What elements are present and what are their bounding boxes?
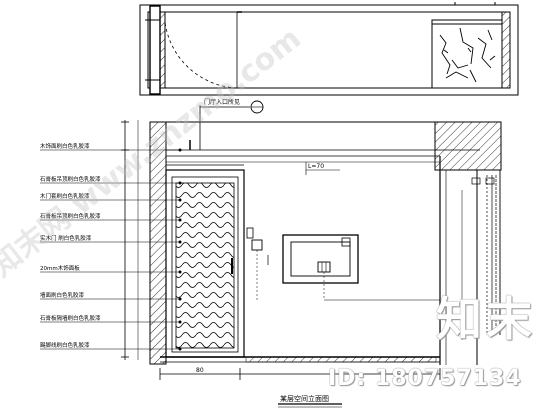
callout-dot (178, 297, 182, 301)
elevation-frame (121, 100, 502, 408)
brand-watermark: 知末 (436, 292, 536, 346)
drawing-title: 某层空间立面图 (280, 394, 329, 403)
callout-dot (178, 181, 182, 185)
callout-labels: 木饰面刷白色乳胶漆石膏板吊顶刷白色乳胶漆木门套刷白色乳胶漆石膏板吊顶刷白色乳胶漆… (40, 142, 101, 349)
plan-view (139, 2, 519, 96)
center-dim-label: L=70 (308, 163, 324, 170)
callout-dot (178, 240, 182, 244)
callout-label: 20mm木饰面板 (40, 264, 80, 272)
callout-label: 墙面刷白色乳胶漆 (40, 291, 85, 299)
callout-label: 踢脚线刷白色乳胶漆 (40, 341, 90, 349)
callout-dot (178, 218, 182, 222)
callout-leaders (40, 148, 182, 351)
bottom-dim-label: 80 (196, 367, 204, 374)
callout-dot (178, 270, 182, 274)
callout-label: 石膏板吊顶刷白色乳胶漆 (40, 175, 101, 183)
callout-dot (178, 347, 182, 351)
callout-label: 实木门 刷白色乳胶漆 (40, 234, 92, 242)
id-watermark: ID: 180757134 (328, 366, 522, 391)
callout-dot (178, 198, 182, 202)
top-tag-label: 门厅入口所见 (204, 98, 240, 106)
callout-dot (178, 320, 182, 324)
callout-dot (178, 148, 182, 152)
callout-label: 木饰面刷白色乳胶漆 (40, 142, 90, 150)
callout-label: 石膏板隔墙刷白色乳胶漆 (40, 314, 101, 322)
callout-label: 石膏板吊顶刷白色乳胶漆 (40, 212, 101, 220)
callout-label: 木门套刷白色乳胶漆 (40, 192, 90, 200)
